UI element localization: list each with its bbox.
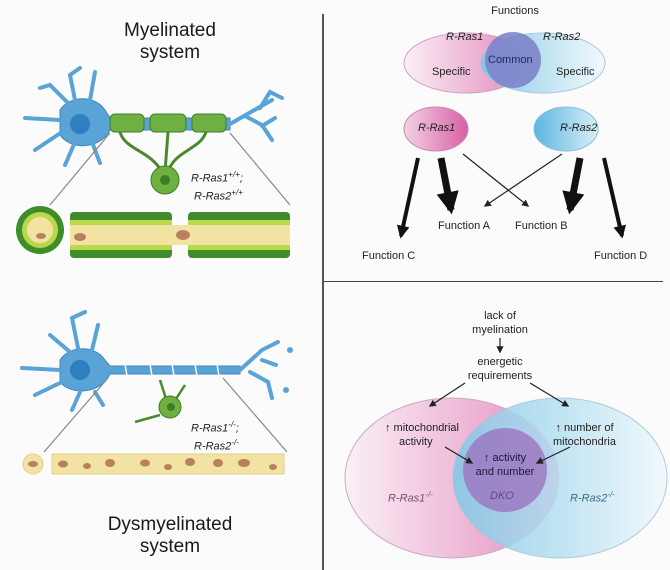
function-b-label: Function B xyxy=(515,220,568,232)
text-line: energetic xyxy=(477,356,523,368)
functions-title: Functions xyxy=(491,5,539,17)
title-line: Myelinated xyxy=(124,20,216,41)
text-line: ↑ activity xyxy=(483,452,527,464)
dysmyelinated-genotype: R-Ras1-/-; R-Ras2-/- xyxy=(191,420,239,453)
functions-venn xyxy=(403,32,606,94)
dko-label: DKO xyxy=(490,490,514,502)
node-rras2-label: R-Ras2 xyxy=(560,122,598,134)
mito-arrows xyxy=(428,338,571,464)
genotype-label: R-Ras1 xyxy=(191,422,229,435)
dysmyelinated-axon-section xyxy=(22,453,285,475)
node-rras1-label: R-Ras1 xyxy=(418,122,456,134)
function-a-label: Function A xyxy=(438,220,490,232)
function-d-label: Function D xyxy=(594,250,648,262)
cause-label: lack of myelination xyxy=(460,309,540,337)
dysmyelinated-neuron xyxy=(20,310,293,453)
text-line: myelination xyxy=(472,324,528,336)
myelinated-genotype: R-Ras1+/+; R-Ras2+/+ xyxy=(191,170,243,203)
panel-divider-vertical xyxy=(322,14,324,570)
dysmyelinated-title: Dysmyelinated system xyxy=(90,514,250,558)
genotype-label: R-Ras2 xyxy=(194,190,232,203)
function-arrows xyxy=(396,153,626,239)
myelinated-axon-section xyxy=(16,206,290,258)
text-line: ↑ mitochondrial xyxy=(385,422,459,434)
text-line: lack of xyxy=(484,310,516,322)
panel-divider-horizontal xyxy=(323,281,663,282)
mito-venn xyxy=(344,397,668,559)
venn-right-sub: Specific xyxy=(556,66,595,78)
right-effect-label: ↑ number of mitochondria xyxy=(553,421,616,449)
label-text: R-Ras1 xyxy=(388,492,426,505)
genotype-sup: +/+ xyxy=(231,187,243,197)
genotype-sup: -/- xyxy=(231,437,239,447)
genotype-sup: -/- xyxy=(228,420,236,429)
label-sup: -/- xyxy=(425,490,433,499)
text-line: ↑ number of xyxy=(555,422,614,434)
text-line: requirements xyxy=(467,370,533,382)
genotype-label: R-Ras2 xyxy=(194,440,232,453)
label-sup: -/- xyxy=(607,490,615,499)
venn-left-sub: Specific xyxy=(432,66,471,78)
effect-label: energetic requirements xyxy=(455,355,545,383)
function-c-label: Function C xyxy=(362,250,416,262)
venn-common: Common xyxy=(488,54,533,66)
title-line: system xyxy=(139,536,201,557)
text-line: activity xyxy=(399,436,433,448)
venn-left-name: R-Ras1 xyxy=(446,31,484,43)
rras2-ko-label: R-Ras2-/- xyxy=(570,490,615,505)
genotype-label: R-Ras1 xyxy=(191,172,229,185)
text-line: mitochondria xyxy=(553,436,616,448)
center-effect-label: ↑ activity and number xyxy=(465,451,545,479)
genotype-sup: +/+ xyxy=(228,170,240,179)
node-rras1-shape xyxy=(403,106,469,152)
rras1-ko-label: R-Ras1-/- xyxy=(388,490,433,505)
myelinated-neuron xyxy=(23,66,291,206)
text-line: and number xyxy=(475,466,535,478)
venn-right-name: R-Ras2 xyxy=(543,31,581,43)
title-line: Dysmyelinated xyxy=(107,514,233,535)
myelinated-title: Myelinated system xyxy=(110,20,230,64)
label-text: R-Ras2 xyxy=(570,492,608,505)
node-rras2-shape xyxy=(533,106,599,152)
title-line: system xyxy=(139,42,201,63)
left-effect-label: ↑ mitochondrial activity xyxy=(385,421,459,449)
